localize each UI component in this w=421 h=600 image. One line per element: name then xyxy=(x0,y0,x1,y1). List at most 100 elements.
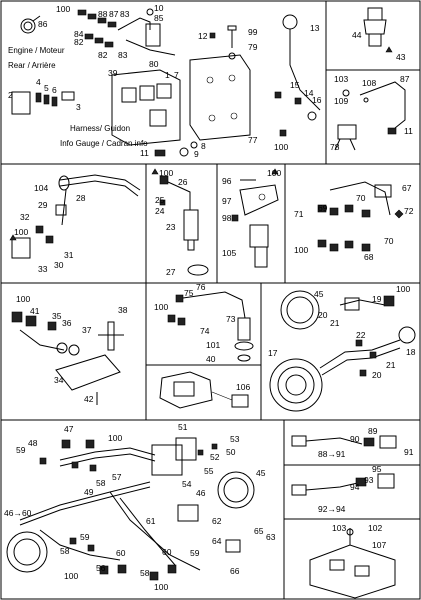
callout: 11 xyxy=(404,126,413,136)
callout: 60 xyxy=(162,547,172,557)
panel-harness-34 xyxy=(11,311,124,405)
note-info-gauge: Info Gauge / Cadran info xyxy=(60,139,148,148)
note-harness: Harness/ Guidon xyxy=(70,124,130,133)
callout: 72 xyxy=(404,206,414,216)
callout: 39 xyxy=(108,68,118,78)
callout: 33 xyxy=(38,264,48,274)
callout: 100 xyxy=(14,227,28,237)
callout: 12 xyxy=(198,31,208,41)
callout: 35 xyxy=(52,311,62,321)
text-notes: Engine / Moteur Rear / Arrière Harness/ … xyxy=(8,46,148,148)
callout: 59 xyxy=(16,445,26,455)
callout: 98 xyxy=(222,213,232,223)
connector-strip xyxy=(77,9,117,48)
callout: 103 xyxy=(332,523,346,533)
callout: 87 xyxy=(109,9,119,19)
callout: 20 xyxy=(318,310,328,320)
panel-part-106 xyxy=(159,371,249,409)
callout: 102 xyxy=(368,523,382,533)
callout: 92→94 xyxy=(318,504,346,514)
panel-sensor-105 xyxy=(231,168,279,268)
callout: 49 xyxy=(84,487,94,497)
callout: 60 xyxy=(116,548,126,558)
callout: 55 xyxy=(204,466,214,476)
callout: 45 xyxy=(314,289,324,299)
callout: 47 xyxy=(64,424,74,434)
callout: 31 xyxy=(64,250,74,260)
panel-sensor-73 xyxy=(167,291,254,362)
callout: 44 xyxy=(352,30,362,40)
panel-speed-sensor xyxy=(151,168,209,276)
callout: 100 xyxy=(154,582,168,592)
callout: 36 xyxy=(62,318,72,328)
callout: 106 xyxy=(236,382,250,392)
callout: 29 xyxy=(38,200,48,210)
callout: 82 xyxy=(74,37,84,47)
callout: 94 xyxy=(350,482,360,492)
callout: 85 xyxy=(154,13,164,23)
panel-main-wiring xyxy=(6,437,255,581)
callout: 69 xyxy=(318,203,328,213)
callout: 37 xyxy=(82,325,92,335)
note-engine: Engine / Moteur xyxy=(8,46,65,55)
callout: 26 xyxy=(178,177,188,187)
callout: 70 xyxy=(356,193,366,203)
callout: 24 xyxy=(155,206,165,216)
callout: 1 xyxy=(165,70,170,80)
callout-numbers: 86 100 88 87 83 85 10 84 82 82 83 80 1 7… xyxy=(4,3,416,592)
callout: 63 xyxy=(266,532,276,542)
callout: 68 xyxy=(364,252,374,262)
callout: 10 xyxy=(154,3,164,13)
callout: 21 xyxy=(330,318,340,328)
callout: 108 xyxy=(362,78,376,88)
callout: 18 xyxy=(406,347,416,357)
callout: 56 xyxy=(96,563,106,573)
callout: 90 xyxy=(350,434,360,444)
callout: 20 xyxy=(372,370,382,380)
callout: 45 xyxy=(256,468,266,478)
callout: 62 xyxy=(212,516,222,526)
callout: 84 xyxy=(74,29,84,39)
callout: 25 xyxy=(155,195,165,205)
temperature-sender xyxy=(363,7,393,53)
callout: 61 xyxy=(146,516,156,526)
panel-module-107 xyxy=(309,528,396,599)
callout: 74 xyxy=(200,326,210,336)
callout: 100 xyxy=(396,284,410,294)
callout: 48 xyxy=(28,438,38,448)
callout: 27 xyxy=(166,267,176,277)
callout: 73 xyxy=(226,314,236,324)
callout: 3 xyxy=(76,102,81,112)
panel-cable-88-91 xyxy=(291,435,397,449)
callout: 58 xyxy=(140,568,150,578)
callout: 71 xyxy=(294,209,304,219)
callout: 91 xyxy=(404,447,414,457)
callout: 77 xyxy=(248,135,258,145)
callout: 7 xyxy=(174,70,179,80)
callout: 64 xyxy=(212,536,222,546)
callout: 99 xyxy=(248,27,258,37)
callout: 28 xyxy=(76,193,86,203)
callout: 100 xyxy=(267,168,281,178)
callout: 5 xyxy=(44,83,49,93)
callout: 59 xyxy=(80,532,90,542)
panel-harness-67 xyxy=(317,181,404,252)
callout: 19 xyxy=(372,294,382,304)
callout: 100 xyxy=(274,142,288,152)
callout: 67 xyxy=(402,183,412,193)
callout: 75 xyxy=(184,288,194,298)
callout: 100 xyxy=(56,4,70,14)
callout: 52 xyxy=(210,452,220,462)
callout: 100 xyxy=(108,433,122,443)
callout: 96 xyxy=(222,176,232,186)
callout: 43 xyxy=(396,52,406,62)
callout: 65 xyxy=(254,526,264,536)
callout: 58 xyxy=(96,478,106,488)
panel-cable-28 xyxy=(9,174,141,259)
callout: 76 xyxy=(196,282,206,292)
callout: 34 xyxy=(54,375,64,385)
callout: 88 xyxy=(98,9,108,19)
callout: 57 xyxy=(112,472,122,482)
callout: 103 xyxy=(334,74,348,84)
